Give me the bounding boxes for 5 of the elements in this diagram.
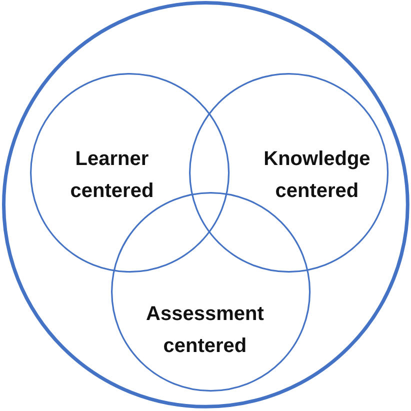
circle-label: Learner centered [70,146,154,204]
circle-label: Knowledge centered [264,146,370,204]
venn-circle [189,73,389,273]
circle-label: Assessment centered [146,302,264,359]
venn-circle [30,73,230,273]
